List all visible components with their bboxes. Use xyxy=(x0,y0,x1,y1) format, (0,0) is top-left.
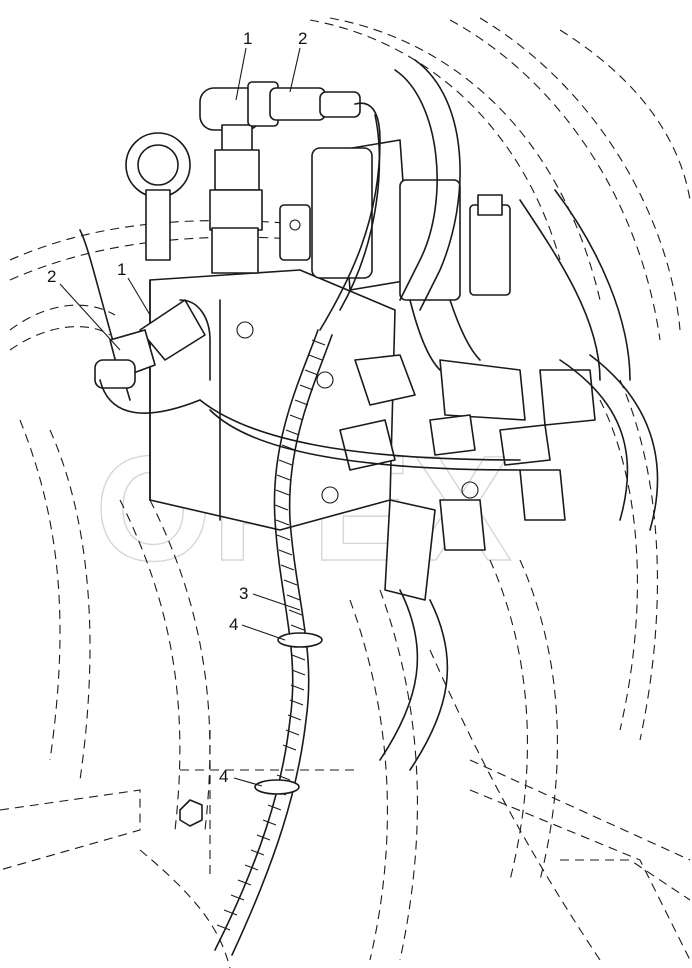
callout-4-lower: 4 xyxy=(219,767,228,786)
callout-1-top: 1 xyxy=(243,29,252,48)
callout-labels: 1 2 1 2 3 4 4 xyxy=(47,29,307,786)
pressure-switch-top xyxy=(199,81,381,331)
hex-nut xyxy=(179,799,203,827)
lifting-eye xyxy=(125,132,191,261)
callout-3: 3 xyxy=(239,584,248,603)
callout-4-upper: 4 xyxy=(229,615,238,634)
cable-tie-upper xyxy=(277,632,323,648)
background-hoses xyxy=(0,17,691,968)
hydraulic-fittings xyxy=(339,354,596,601)
pressure-switch-left xyxy=(94,299,521,471)
wire-harness xyxy=(214,114,381,956)
cable-tie-lower xyxy=(254,779,300,795)
callout-2-left: 2 xyxy=(47,267,56,286)
callout-2-top: 2 xyxy=(298,29,307,48)
callout-1-left: 1 xyxy=(117,260,126,279)
leader-lines xyxy=(59,47,301,787)
